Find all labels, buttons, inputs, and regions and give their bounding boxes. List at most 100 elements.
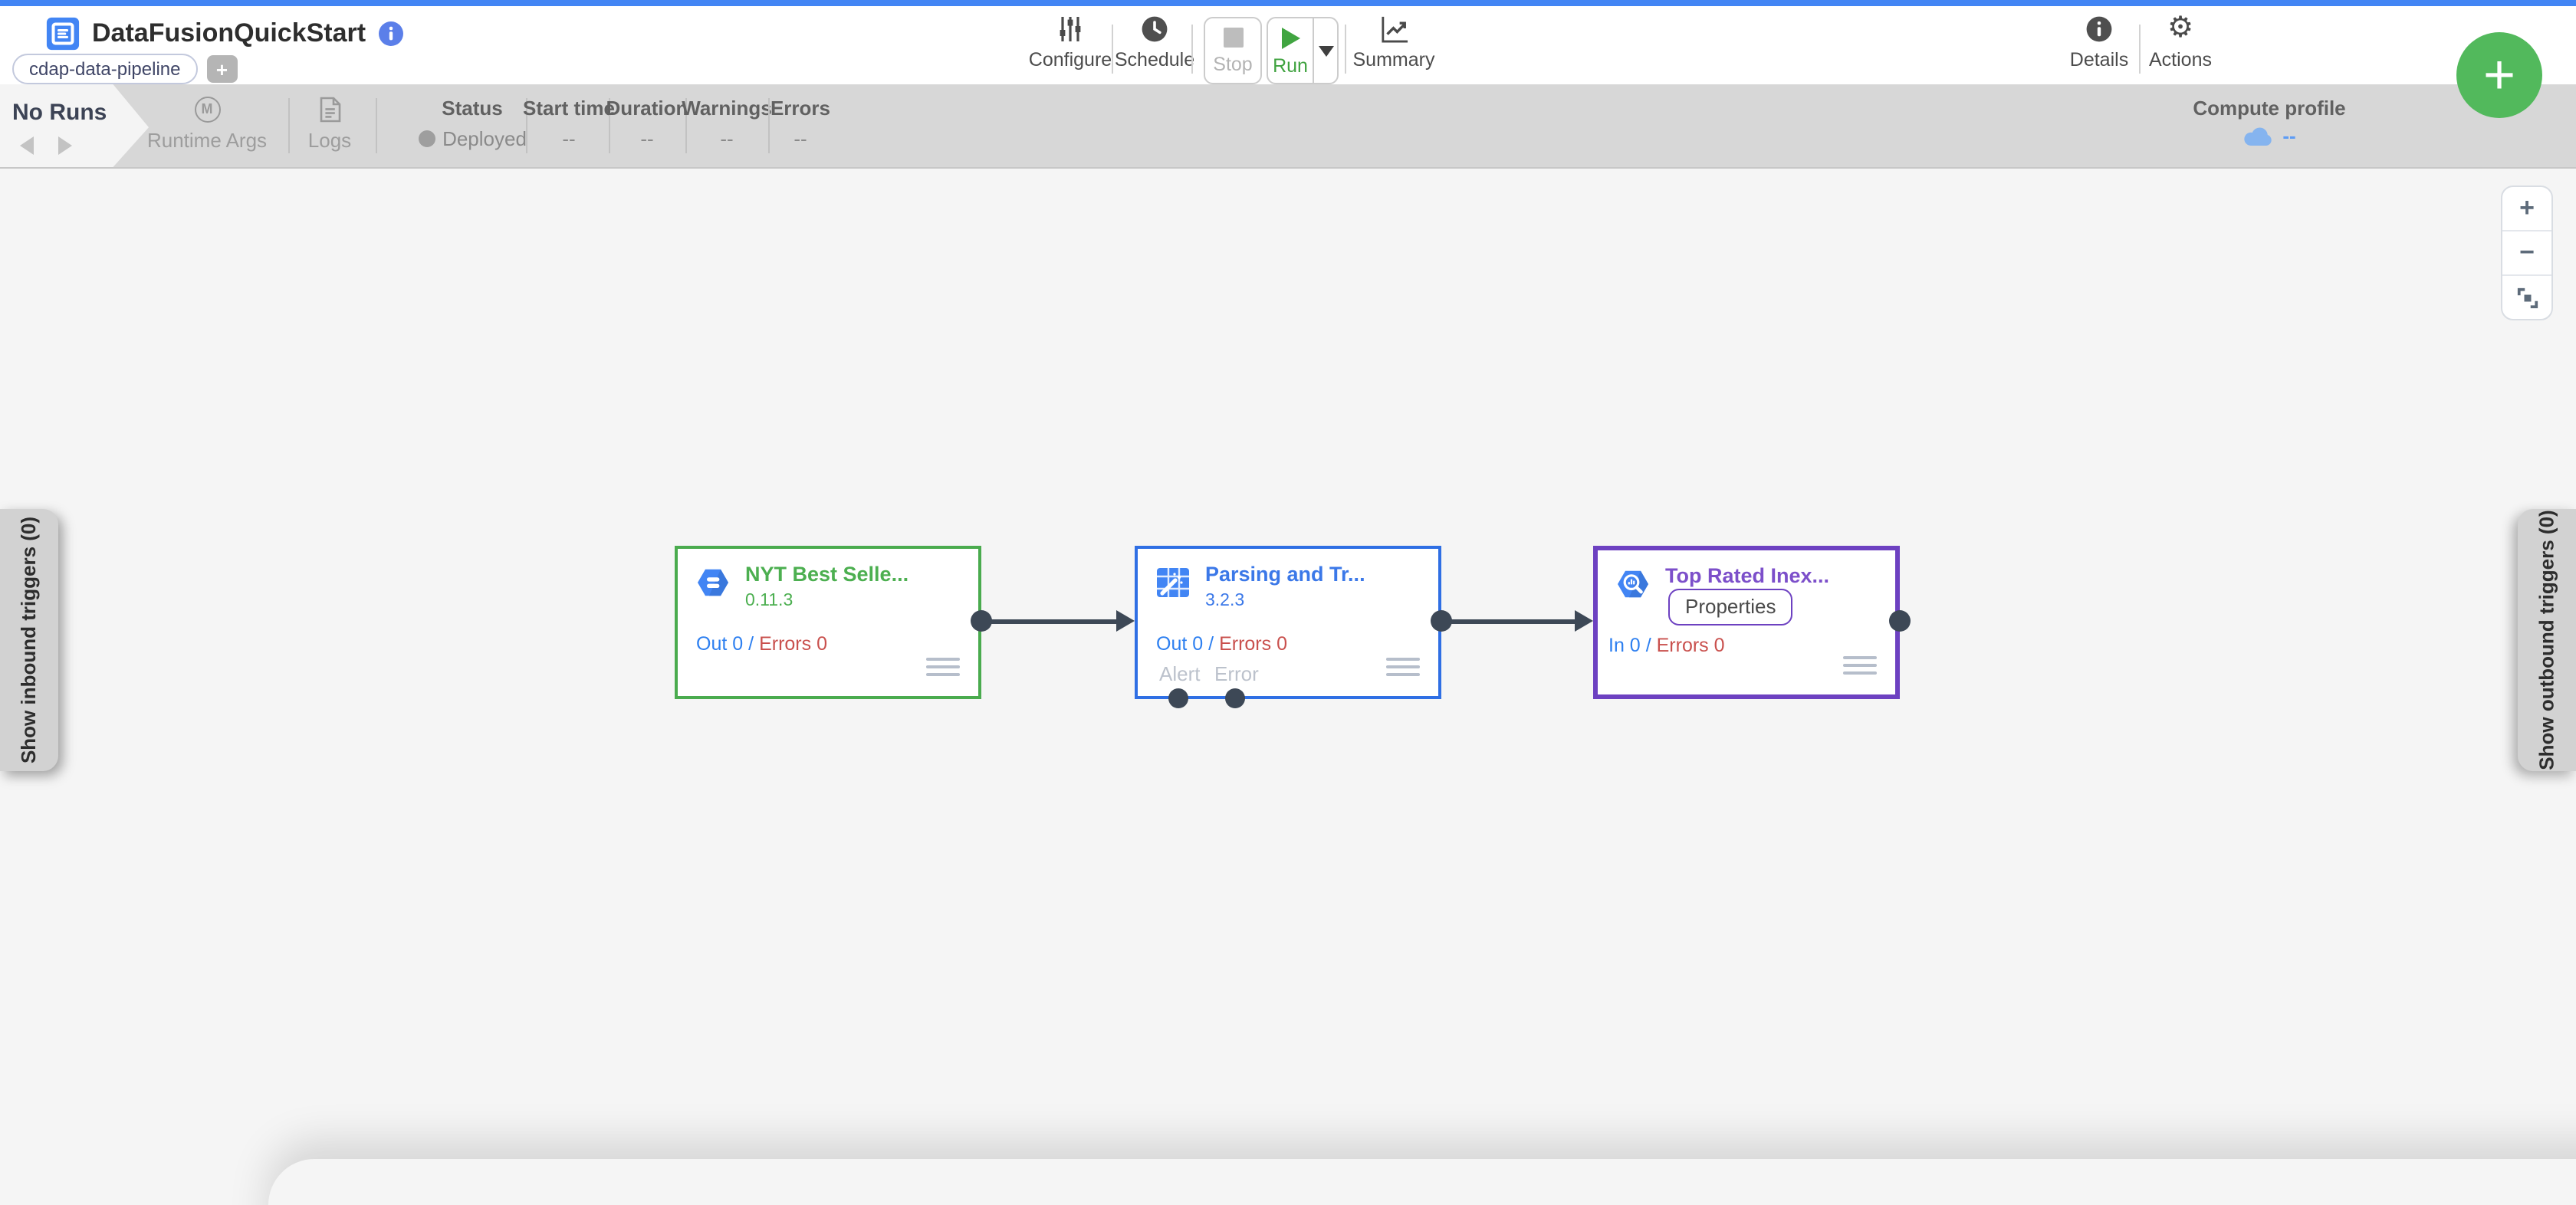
document-icon	[318, 95, 341, 123]
previous-run-arrow[interactable]	[20, 136, 34, 155]
play-icon	[1281, 28, 1300, 49]
run-button[interactable]: Run	[1268, 18, 1313, 83]
runtime-args-button[interactable]: M Runtime Args	[147, 95, 267, 152]
toolbar-divider	[1112, 25, 1113, 74]
configure-button[interactable]: Configure	[1024, 14, 1116, 81]
node-transform[interactable]: Parsing and Tr... 3.2.3 Out 0 / Errors 0…	[1135, 546, 1441, 699]
macro-m-icon: M	[194, 96, 220, 122]
runbar-divider	[768, 98, 770, 153]
zoom-in-button[interactable]: +	[2519, 193, 2535, 222]
node-metrics[interactable]: Out 0 / Errors 0	[1156, 633, 1287, 655]
duration-value: --	[640, 127, 654, 150]
output-port[interactable]	[1431, 610, 1452, 632]
runs-navigator: No Runs	[0, 84, 149, 167]
node-sink[interactable]: Top Rated Inex... Properties In 0 / Erro…	[1593, 546, 1900, 699]
toolbar-divider	[1345, 25, 1346, 74]
outbound-triggers-tab[interactable]: Show outbound triggers (0)	[2518, 509, 2576, 771]
tag-row: cdap-data-pipeline +	[12, 54, 238, 84]
node-title: NYT Best Selle...	[745, 563, 909, 586]
runbar-divider	[288, 98, 290, 153]
stop-icon	[1223, 28, 1243, 48]
gear-icon: ⚙	[2167, 12, 2194, 44]
next-run-arrow[interactable]	[58, 136, 72, 155]
no-runs-label: No Runs	[12, 100, 107, 126]
alert-port-label: Alert	[1159, 662, 1201, 685]
connection-arrowhead-icon	[1116, 610, 1135, 632]
summary-button[interactable]: Summary	[1346, 14, 1441, 81]
source-hexagon-icon	[698, 569, 728, 596]
info-icon[interactable]	[378, 21, 403, 46]
connection-arrowhead-icon	[1575, 610, 1593, 632]
error-port-label: Error	[1214, 662, 1259, 685]
status-header: Status	[442, 97, 503, 120]
output-port[interactable]	[1889, 610, 1911, 632]
run-options-dropdown[interactable]	[1313, 18, 1337, 83]
node-title: Parsing and Tr...	[1205, 563, 1365, 586]
bigquery-hexagon-icon	[1618, 570, 1648, 598]
warnings-value: --	[720, 127, 734, 150]
compute-profile-selector[interactable]: --	[2147, 124, 2392, 147]
brand: DataFusionQuickStart	[46, 17, 403, 51]
run-button-group: Run	[1267, 17, 1339, 84]
connection-line	[1449, 619, 1575, 623]
node-metrics[interactable]: In 0 / Errors 0	[1608, 635, 1725, 656]
fit-to-screen-button[interactable]	[2502, 274, 2551, 319]
pipeline-title: DataFusionQuickStart	[92, 18, 366, 48]
warnings-column: Warnings --	[682, 97, 772, 150]
node-version: 3.2.3	[1205, 592, 1245, 610]
status-value: Deployed	[442, 127, 527, 150]
compute-profile-label: Compute profile	[2193, 97, 2346, 120]
output-port[interactable]	[971, 610, 992, 632]
runbar-divider	[685, 98, 687, 153]
zoom-out-button[interactable]: −	[2502, 230, 2551, 274]
node-menu-icon[interactable]	[926, 653, 960, 676]
errors-value: --	[794, 127, 807, 150]
top-accent-bar	[0, 0, 2576, 6]
chevron-down-icon	[1318, 45, 1333, 56]
details-info-icon	[2085, 14, 2113, 43]
properties-button[interactable]: Properties	[1668, 589, 1793, 625]
logs-button[interactable]: Logs	[291, 95, 368, 152]
toolbar-divider	[2139, 25, 2141, 74]
node-version: 0.11.3	[745, 592, 794, 610]
pipeline-tag[interactable]: cdap-data-pipeline	[12, 54, 198, 84]
header-bar: DataFusionQuickStart cdap-data-pipeline …	[0, 6, 2576, 84]
inbound-triggers-tab[interactable]: Show inbound triggers (0)	[0, 509, 58, 771]
node-menu-icon[interactable]	[1386, 653, 1420, 676]
details-button[interactable]: Details	[2053, 14, 2145, 81]
runbar-divider	[609, 98, 610, 153]
connection-line	[989, 619, 1118, 623]
run-status-bar: No Runs M Runtime Args Logs Status	[0, 84, 2576, 169]
toolbar-divider	[1191, 25, 1193, 74]
status-column: Status Deployed	[411, 97, 534, 150]
pipeline-canvas[interactable]: + − Show inbound triggers (0) Show outbo…	[0, 167, 2576, 1205]
zoom-controls: + −	[2501, 186, 2553, 320]
start-time-column: Start time --	[521, 97, 616, 150]
error-port[interactable]	[1225, 688, 1245, 708]
runbar-divider	[376, 98, 377, 153]
runbar-divider	[526, 98, 527, 153]
compute-profile: Compute profile --	[2147, 97, 2392, 147]
actions-button[interactable]: ⚙ Actions	[2149, 12, 2212, 71]
sliders-icon	[1056, 14, 1084, 43]
app-logo-icon[interactable]	[46, 17, 80, 51]
start-time-value: --	[562, 127, 576, 150]
add-tag-button[interactable]: +	[206, 55, 238, 83]
cloud-icon	[2243, 126, 2271, 146]
node-source[interactable]: NYT Best Selle... 0.11.3 Out 0 / Errors …	[675, 546, 981, 699]
clock-icon	[1141, 14, 1168, 43]
alert-port[interactable]	[1168, 688, 1188, 708]
add-pipeline-fab[interactable]: +	[2456, 32, 2542, 118]
bottom-panel-shadow	[268, 1159, 2576, 1205]
errors-column: Errors --	[757, 97, 843, 150]
fit-to-screen-icon	[2516, 287, 2538, 308]
stop-button[interactable]: Stop	[1204, 17, 1262, 84]
status-dot-icon	[418, 130, 435, 147]
node-metrics[interactable]: Out 0 / Errors 0	[696, 633, 827, 655]
chart-icon	[1379, 14, 1408, 43]
schedule-button[interactable]: Schedule	[1109, 14, 1201, 81]
wrangler-icon	[1157, 568, 1189, 597]
duration-column: Duration --	[601, 97, 693, 150]
node-menu-icon[interactable]	[1843, 652, 1877, 675]
